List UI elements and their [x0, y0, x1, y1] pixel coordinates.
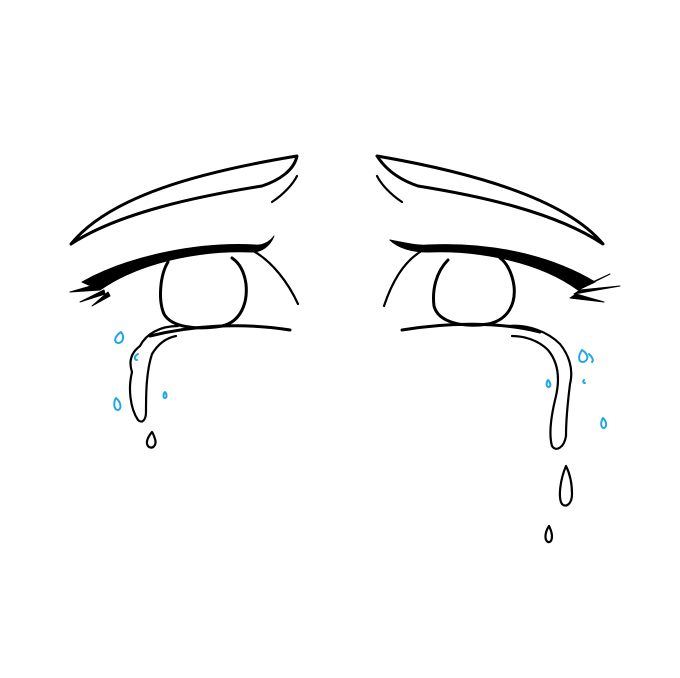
right-blue-drop-2: [588, 353, 594, 363]
left-blue-drop-3: [162, 391, 168, 399]
right-lash-flick-2: [573, 285, 621, 295]
left-upper-lash: [81, 235, 275, 291]
right-tear-drop-2: [544, 524, 554, 544]
right-blue-drop-3: [545, 379, 552, 388]
left-blue-drop-4: [133, 353, 139, 361]
right-blue-drop-4: [582, 379, 586, 384]
right-eyebrow-accent: [375, 174, 404, 204]
right-tear-stream: [506, 324, 573, 450]
right-lash-flick-3: [569, 293, 605, 303]
right-tear-drop-1: [558, 464, 574, 507]
left-lash-flick-1: [69, 283, 101, 293]
left-eyebrow: [69, 154, 299, 246]
right-blue-drop-1: [578, 349, 589, 363]
right-blue-drop-5: [600, 417, 608, 429]
left-blue-drop-2: [113, 397, 122, 411]
right-lower-lid: [400, 322, 542, 334]
left-eyebrow-accent: [270, 174, 299, 204]
left-lower-lid: [148, 324, 292, 338]
right-iris: [432, 256, 516, 327]
left-eye-crease: [253, 250, 300, 306]
left-lash-flick-3: [91, 291, 111, 307]
left-eye-group: [69, 154, 300, 449]
left-iris: [159, 256, 248, 330]
right-eyebrow: [375, 154, 605, 246]
left-blue-drop-1: [114, 331, 125, 344]
right-eye-crease: [382, 250, 422, 308]
right-lash-flick-1: [577, 273, 611, 291]
right-upper-lash: [389, 239, 596, 291]
left-tear-stream: [128, 324, 180, 423]
left-lash-flick-2: [79, 289, 106, 303]
right-eye-group: [375, 154, 621, 544]
left-tear-drop: [145, 430, 157, 449]
